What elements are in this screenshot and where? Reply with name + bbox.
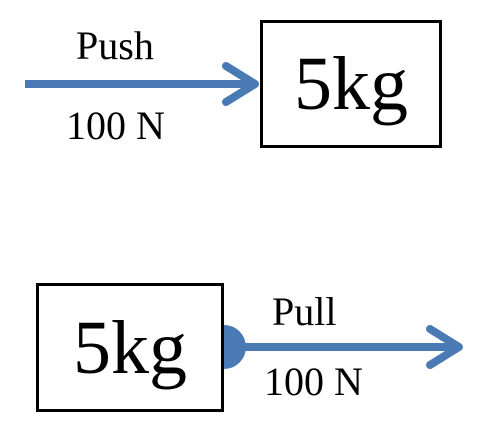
- push-arrow-head: [222, 62, 259, 106]
- pull-magnitude: 100 N: [264, 359, 363, 404]
- push-magnitude: 100 N: [66, 103, 165, 148]
- pull-label: Pull: [272, 289, 337, 334]
- mass-box-pull: 5kg: [36, 283, 224, 412]
- pull-arrow-head: [426, 325, 463, 369]
- mass-box-push: 5kg: [260, 20, 442, 148]
- push-label: Push: [76, 23, 154, 68]
